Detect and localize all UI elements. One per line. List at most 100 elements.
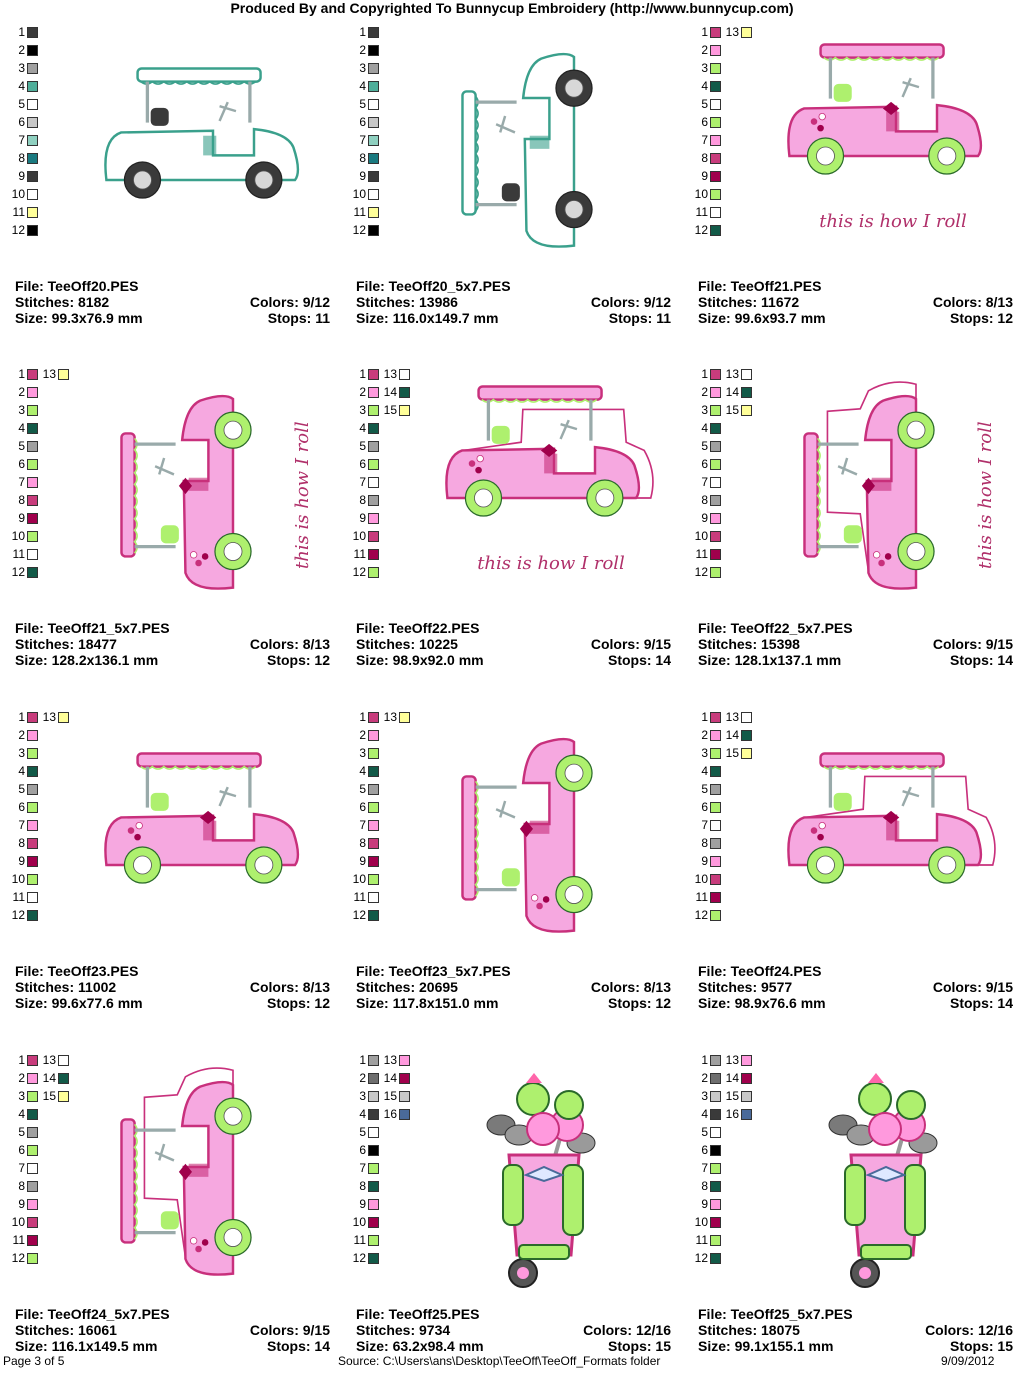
thread-number: 4 [18, 79, 25, 93]
thread-swatch [710, 566, 721, 578]
palette-row: 4 [686, 77, 721, 95]
thread-swatch [710, 909, 721, 921]
palette-row: 10 [686, 185, 721, 203]
thread-swatch [368, 188, 379, 200]
thread-number: 4 [359, 764, 366, 778]
thread-swatch [741, 404, 752, 416]
palette-row: 6 [686, 798, 721, 816]
design-size: Size: 98.9x76.6 mm [698, 995, 826, 1011]
thread-swatch [27, 711, 38, 723]
palette-row: 10 [3, 1213, 38, 1231]
palette-row: 10 [344, 1213, 379, 1231]
thread-number: 2 [359, 43, 366, 57]
thread-number: 3 [701, 61, 708, 75]
thread-number: 5 [701, 1125, 708, 1139]
thread-swatch [710, 1072, 721, 1084]
thread-swatch [710, 747, 721, 759]
thread-number: 12 [11, 1251, 25, 1265]
palette-row: 12 [3, 563, 38, 581]
stitch-count: Stitches: 11002 [15, 979, 117, 995]
thread-number: 11 [695, 890, 708, 904]
thread-swatch [368, 404, 379, 416]
thread-number: 8 [359, 151, 366, 165]
thread-number: 3 [701, 403, 708, 417]
thread-number: 3 [359, 1089, 366, 1103]
thread-number: 10 [694, 187, 708, 201]
thread-number: 7 [701, 818, 708, 832]
thread-number: 11 [695, 547, 708, 561]
thread-number: 8 [359, 1179, 366, 1193]
thread-number: 10 [352, 872, 366, 886]
thread-swatch [368, 530, 379, 542]
thread-swatch [710, 1090, 721, 1102]
stitch-count: Stitches: 9577 [698, 979, 793, 995]
thread-number: 15 [725, 1089, 739, 1103]
thread-swatch [368, 1162, 379, 1174]
color-count: Colors: 9/12 [590, 294, 671, 310]
thread-number: 12 [694, 223, 708, 237]
thread-swatch [710, 386, 721, 398]
palette-row: 10 [686, 870, 721, 888]
cart-artwork [104, 752, 300, 884]
palette-row: 12 [3, 221, 38, 239]
palette-row: 9 [686, 852, 721, 870]
thread-number: 1 [359, 1053, 366, 1067]
thread-number: 5 [701, 97, 708, 111]
thread-number: 12 [352, 565, 366, 579]
thread-number: 14 [725, 1071, 739, 1085]
palette-row: 11 [686, 545, 721, 563]
thread-number: 10 [352, 529, 366, 543]
palette-row: 5 [686, 1123, 721, 1141]
palette-row: 11 [344, 545, 379, 563]
palette-row: 6 [344, 798, 379, 816]
palette-row: 6 [344, 455, 379, 473]
palette-row: 11 [3, 545, 38, 563]
stitch-count: Stitches: 11672 [698, 294, 800, 310]
palette-row: 7 [3, 1159, 38, 1177]
palette-row: 7 [344, 131, 379, 149]
thread-swatch [27, 801, 38, 813]
thread-number: 7 [18, 475, 25, 489]
stop-count: Stops: 14 [266, 1338, 330, 1354]
thread-number: 11 [12, 205, 25, 219]
palette-row: 3 [344, 744, 379, 762]
stop-count: Stops: 11 [267, 310, 330, 326]
thread-number: 9 [359, 854, 366, 868]
stitch-count: Stitches: 15398 [698, 636, 800, 652]
thread-number: 15 [383, 403, 397, 417]
thread-number: 8 [359, 493, 366, 507]
thread-number: 10 [694, 529, 708, 543]
thread-swatch [399, 1054, 410, 1066]
palette-row: 7 [3, 131, 38, 149]
design-size: Size: 99.6x93.7 mm [698, 310, 826, 326]
file-name: File: TeeOff22_5x7.PES [698, 620, 853, 636]
palette-row: 6 [3, 113, 38, 131]
stop-count: Stops: 12 [607, 995, 671, 1011]
thread-number: 14 [383, 385, 397, 399]
thread-number: 3 [18, 61, 25, 75]
thread-swatch [368, 819, 379, 831]
thread-swatch [27, 1252, 38, 1264]
thread-number: 2 [18, 385, 25, 399]
thread-number: 13 [725, 25, 739, 39]
thread-swatch [710, 873, 721, 885]
design-preview: this is how I roll [773, 27, 1013, 272]
design-preview [773, 1055, 1013, 1300]
palette-row: 5 [3, 95, 38, 113]
source-path: Source: C:\Users\ans\Desktop\TeeOff\TeeO… [338, 1354, 661, 1368]
golf-bag-artwork [486, 1073, 596, 1288]
thread-number: 1 [359, 25, 366, 39]
palette-row: 6 [686, 1141, 721, 1159]
thread-swatch [710, 765, 721, 777]
palette-row: 10 [3, 185, 38, 203]
thread-number: 7 [359, 818, 366, 832]
thread-number: 5 [18, 1125, 25, 1139]
